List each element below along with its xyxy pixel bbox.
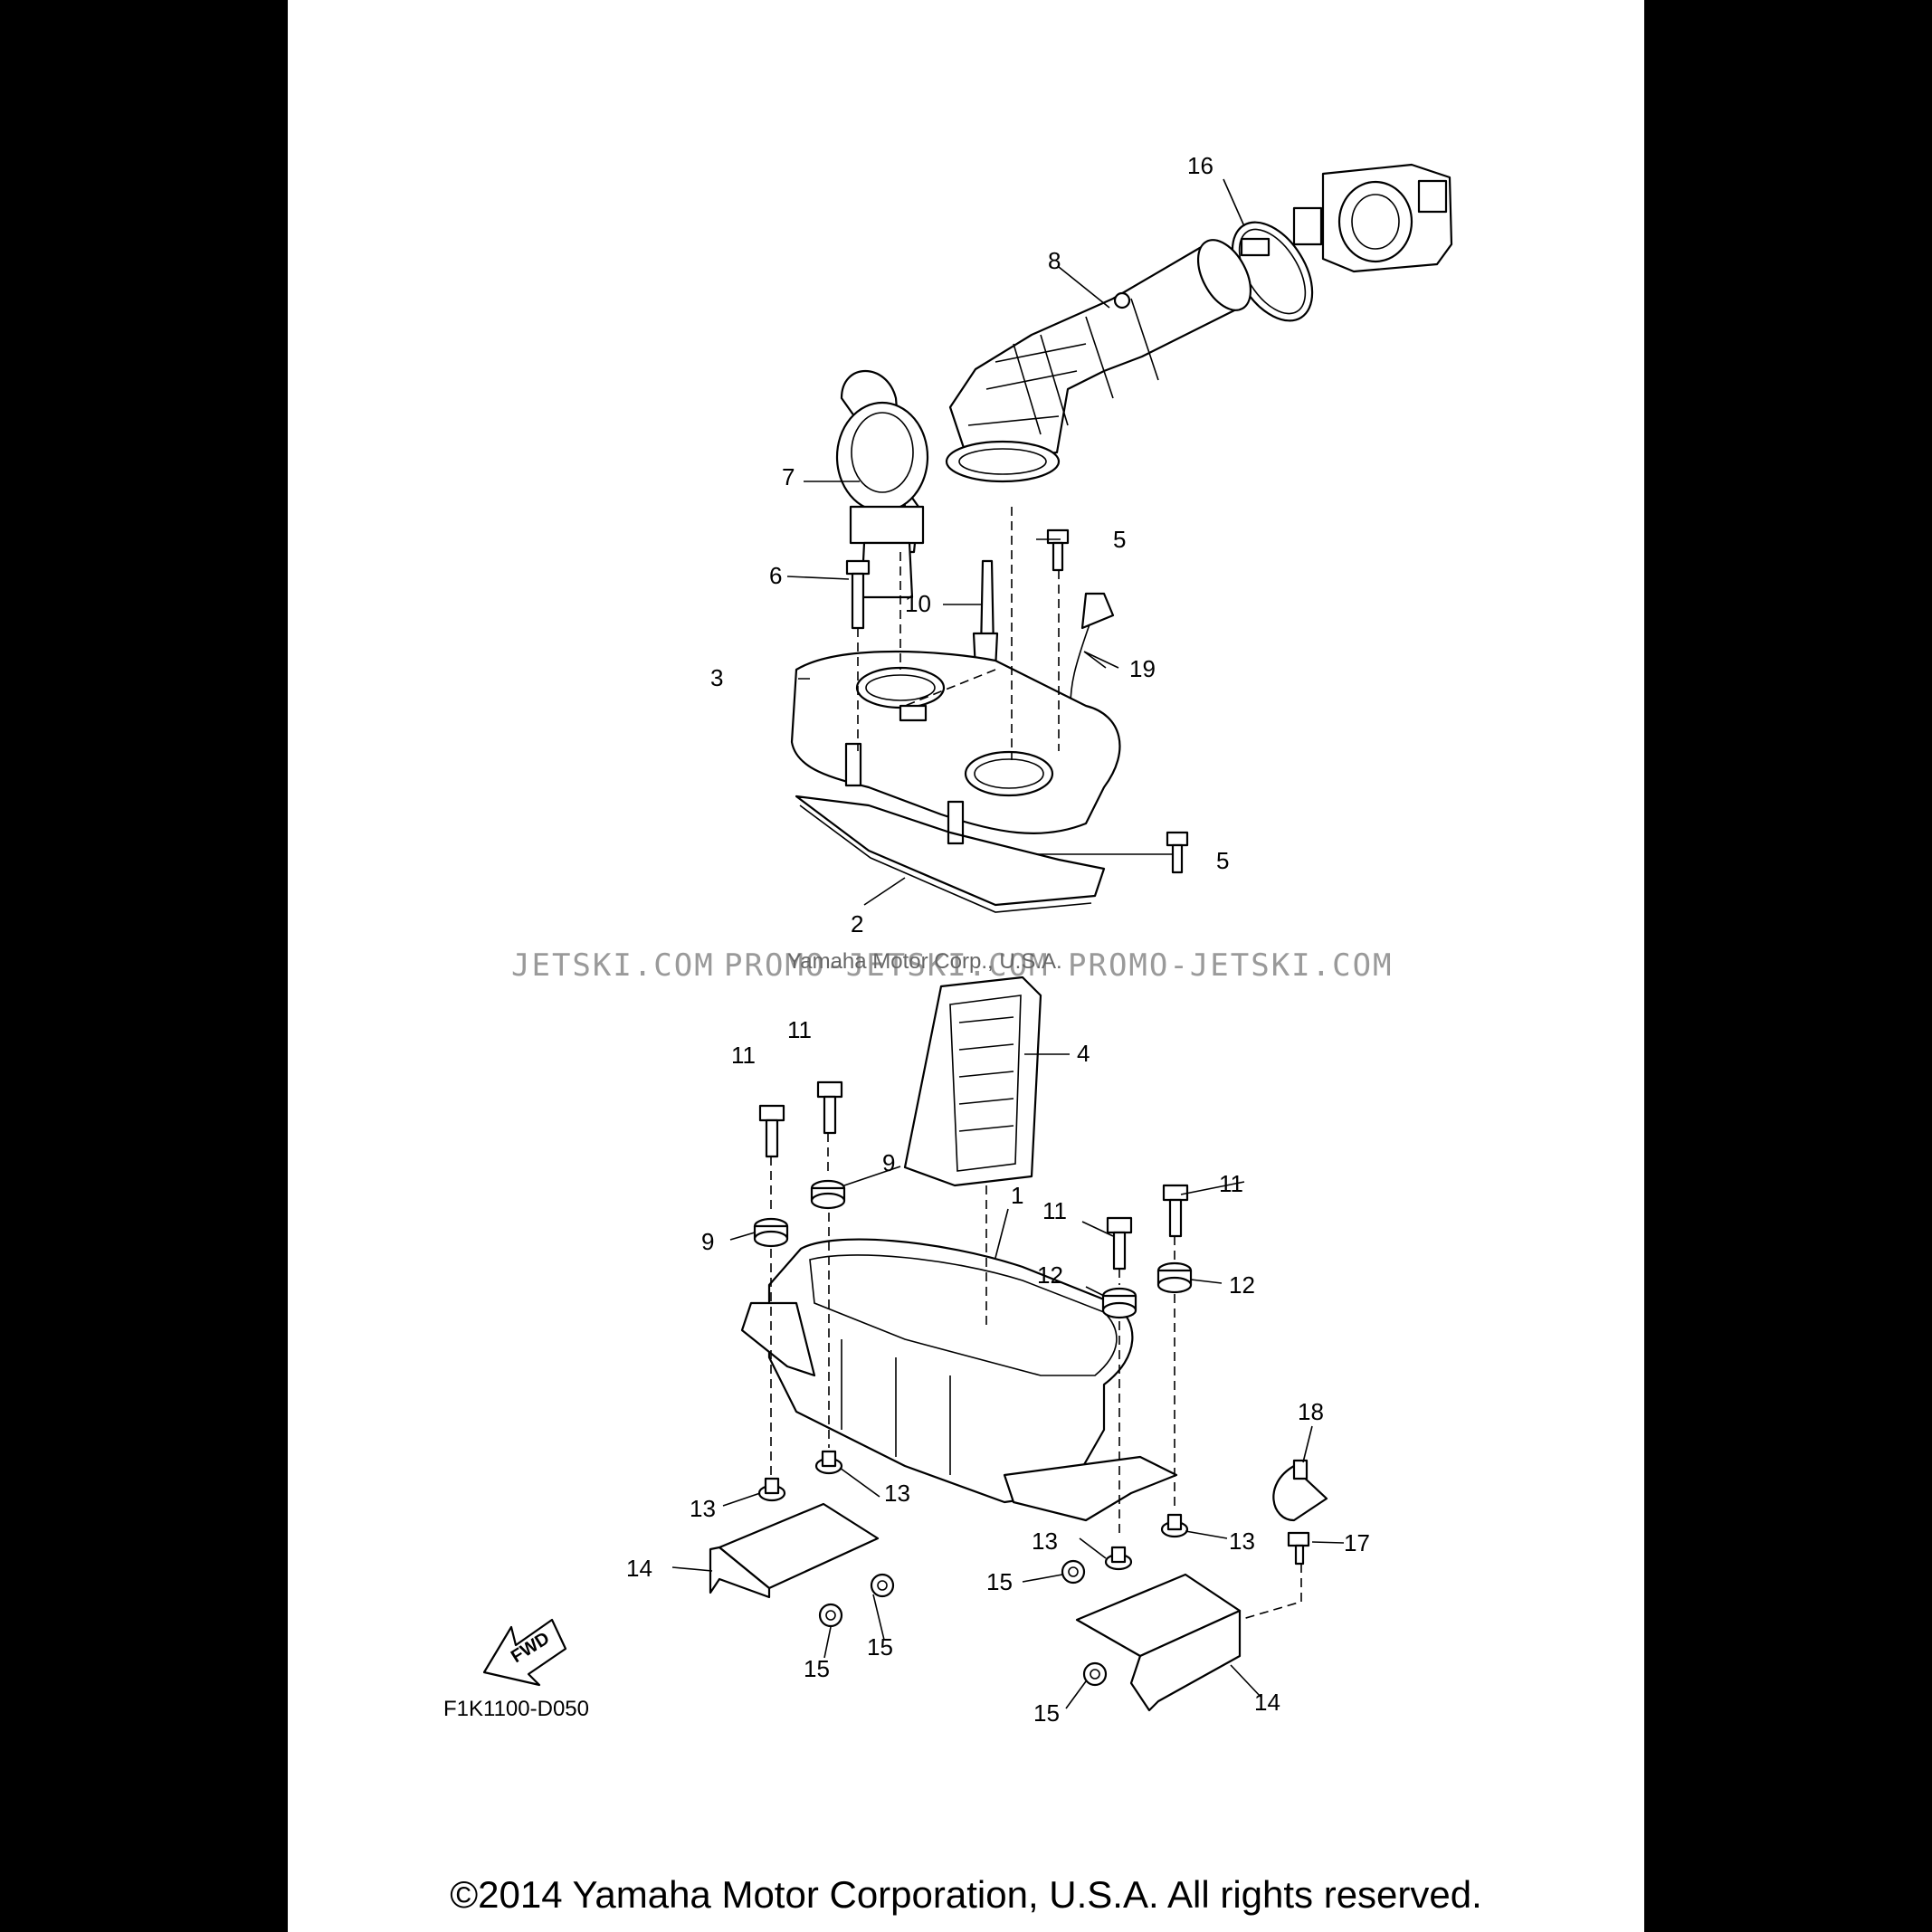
bolt-part-11-d	[1162, 1184, 1189, 1238]
callout-13-a: 13	[690, 1495, 716, 1522]
callout-6: 6	[769, 562, 782, 589]
fwd-arrow: FWD	[482, 1618, 567, 1687]
callout-9-right: 9	[882, 1149, 895, 1176]
collar-part-13-b	[814, 1450, 843, 1475]
callout-18: 18	[1298, 1398, 1324, 1425]
diagram-sheet	[288, 0, 1644, 1932]
band-part-10	[972, 559, 999, 671]
grommet-part-9-right	[810, 1179, 846, 1210]
nut-part-15-d	[1082, 1661, 1108, 1687]
callout-2: 2	[851, 910, 863, 937]
callout-11-a: 11	[731, 1042, 756, 1069]
callout-5-top: 5	[1113, 526, 1126, 553]
bolt-part-5-side	[1166, 831, 1189, 874]
nut-part-15-b	[818, 1603, 843, 1628]
callout-12-b: 12	[1229, 1271, 1255, 1299]
assembly-lines	[770, 507, 1302, 1621]
callout-17: 17	[1344, 1529, 1370, 1556]
callout-13-d: 13	[1229, 1528, 1255, 1555]
callout-11-c: 11	[1042, 1197, 1067, 1224]
callout-14-b: 14	[1254, 1689, 1280, 1716]
copyright-notice: ©2014 Yamaha Motor Corporation, U.S.A. A…	[450, 1873, 1482, 1916]
callout-16: 16	[1187, 152, 1213, 179]
callout-11-b: 11	[787, 1016, 812, 1043]
callout-15-c: 15	[986, 1568, 1013, 1595]
bracket-part-14-left	[709, 1502, 880, 1599]
hose-clamp-part-16	[1231, 221, 1314, 322]
watermark-mid: PROMO-JETSKI.COM	[724, 947, 1050, 984]
bolt-part-6	[845, 559, 871, 630]
bolt-part-11-b	[816, 1080, 843, 1135]
watermark-right: PROMO-JETSKI.COM	[1068, 947, 1394, 984]
elbow-duct-part-7	[835, 369, 929, 599]
callout-15-b: 15	[804, 1655, 830, 1682]
bolt-part-11-a	[758, 1104, 785, 1158]
callout-15-a: 15	[867, 1633, 893, 1661]
callout-13-b: 13	[884, 1480, 910, 1507]
callout-11-d: 11	[1219, 1170, 1243, 1197]
collar-part-13-d	[1160, 1513, 1189, 1538]
callout-8: 8	[1048, 247, 1061, 274]
callout-14-a: 14	[626, 1555, 652, 1582]
callout-19: 19	[1129, 655, 1156, 682]
grommet-part-9-left	[753, 1217, 789, 1248]
leader-lines	[671, 178, 1345, 1709]
callout-13-c: 13	[1032, 1528, 1058, 1555]
clip-part-17	[1287, 1531, 1310, 1566]
callout-15-d: 15	[1033, 1699, 1060, 1727]
bolt-part-11-c	[1106, 1216, 1133, 1271]
callout-10: 10	[905, 590, 931, 617]
watermark-corp: Yamaha Motor Corp., U.S.A.	[787, 949, 1062, 974]
callout-7: 7	[782, 463, 795, 490]
callout-labels: 16 8 7 5 6 10 19 3 5 2 4 11 11 9 11 1 11…	[626, 152, 1370, 1727]
intake-duct-part-8	[945, 239, 1252, 483]
airbox-case-part-1	[740, 1238, 1178, 1522]
gasket-part-2	[795, 795, 1106, 913]
callout-5-side: 5	[1216, 847, 1229, 874]
diagram-code: F1K1100-D050	[443, 1697, 589, 1721]
airbox-cover-part-3	[790, 650, 1121, 845]
callout-4: 4	[1077, 1040, 1090, 1067]
callout-12-a: 12	[1037, 1261, 1063, 1289]
bolt-part-5-top	[1046, 528, 1070, 572]
callout-9-left: 9	[701, 1228, 714, 1255]
callout-3: 3	[710, 664, 723, 691]
collar-part-13-a	[757, 1477, 786, 1502]
filter-element-part-4	[903, 976, 1042, 1187]
collar-part-13-c	[1104, 1546, 1133, 1571]
callout-1: 1	[1011, 1182, 1023, 1209]
hose-part-19	[1070, 592, 1115, 716]
throttle-body	[1292, 163, 1453, 273]
watermark: JETSKI.COM PROMO-JETSKI.COM PROMO-JETSKI…	[511, 947, 1394, 984]
grommet-part-12-right	[1156, 1261, 1193, 1294]
nut-part-15-c	[1061, 1559, 1086, 1585]
band-part-18	[1272, 1459, 1328, 1522]
grommet-part-12-left	[1101, 1287, 1137, 1319]
watermark-left: JETSKI.COM	[511, 947, 715, 984]
bracket-part-14-right	[1075, 1573, 1242, 1712]
nut-part-15-a	[870, 1573, 895, 1598]
